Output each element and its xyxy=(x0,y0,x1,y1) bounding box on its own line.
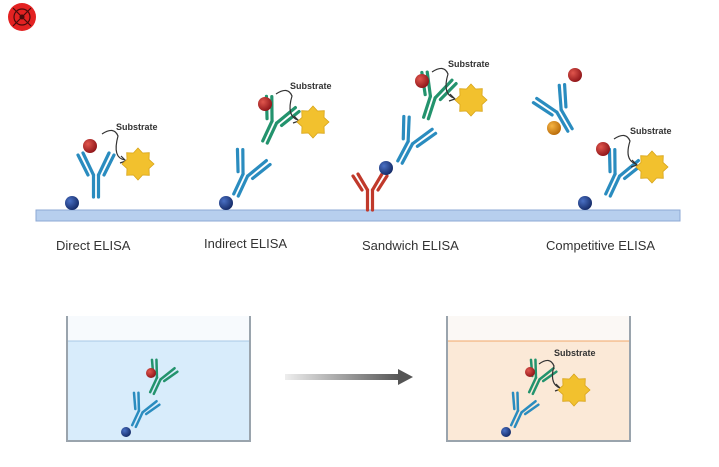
capture-antibody xyxy=(351,172,389,212)
enzyme xyxy=(146,368,156,378)
enzyme xyxy=(596,142,610,156)
biorender-style-logo-icon xyxy=(8,3,36,31)
primary-antibody xyxy=(509,391,540,429)
antigen xyxy=(379,161,393,175)
label-indirect-elisa: Indirect ELISA xyxy=(204,236,288,251)
antigen xyxy=(65,196,79,210)
enzyme xyxy=(568,68,582,82)
detection-antibody xyxy=(396,114,438,165)
substrate-star xyxy=(557,373,591,407)
substrate-label: Substrate xyxy=(630,126,672,136)
reaction-arrow xyxy=(275,89,299,121)
indirect-elisa-illustration: Substrate xyxy=(219,81,332,210)
label-direct-elisa: Direct ELISA xyxy=(56,238,131,253)
antigen xyxy=(121,427,131,437)
substrate-label: Substrate xyxy=(554,348,596,358)
enzyme xyxy=(83,139,97,153)
reaction-arrow xyxy=(431,67,455,99)
substrate-label: Substrate xyxy=(290,81,332,91)
reaction-arrow xyxy=(101,129,126,161)
sandwich-elisa-illustration: Substrate xyxy=(351,59,490,212)
competitive-elisa-illustration: Substrate xyxy=(531,68,672,210)
reaction-arrow xyxy=(538,359,561,389)
process-arrow-icon xyxy=(285,369,413,385)
antigen xyxy=(578,196,592,210)
enzyme xyxy=(525,367,535,377)
substrate-star xyxy=(296,105,330,139)
microplate-surface xyxy=(35,209,681,222)
secondary-antibody xyxy=(261,94,301,145)
direct-elisa-illustration: Substrate xyxy=(65,122,158,210)
label-sandwich-elisa: Sandwich ELISA xyxy=(362,238,459,253)
substrate-label: Substrate xyxy=(448,59,490,69)
detection-antibody xyxy=(76,151,116,199)
substrate-star xyxy=(454,83,488,117)
detection-antibody xyxy=(604,147,644,198)
antigen xyxy=(501,427,511,437)
antigen xyxy=(219,196,233,210)
free-antibody xyxy=(531,83,574,133)
primary-antibody xyxy=(130,391,161,429)
well-before xyxy=(66,316,251,442)
reaction-arrow xyxy=(613,134,637,165)
substrate-star xyxy=(635,150,669,184)
label-competitive-elisa: Competitive ELISA xyxy=(546,238,656,253)
substrate-star xyxy=(121,147,155,181)
primary-antibody xyxy=(232,147,272,198)
well-after: Substrate xyxy=(446,316,631,442)
enzyme xyxy=(415,74,429,88)
enzyme xyxy=(258,97,272,111)
substrate-label: Substrate xyxy=(116,122,158,132)
competing-antigen xyxy=(547,121,561,135)
